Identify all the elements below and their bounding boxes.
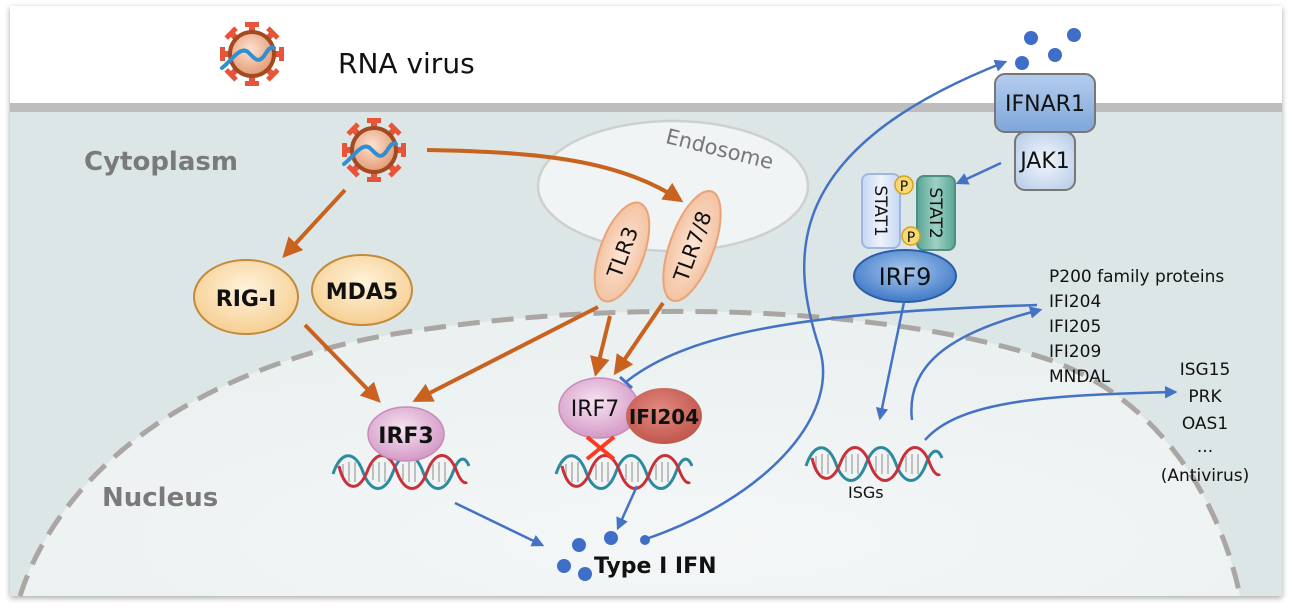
arrow-tlr3-to-irf3 — [412, 305, 599, 402]
irf9-label: IRF9 — [879, 263, 932, 291]
antiviral-item: ... — [1197, 437, 1213, 457]
irf3-node — [367, 406, 445, 462]
irf9-node — [853, 249, 957, 303]
stat1-label: STAT1 — [870, 185, 890, 236]
rna-virus-icon — [218, 20, 286, 88]
arrow-irf7-to-ifn — [616, 485, 639, 531]
arrow-rig-i-to-irf3 — [303, 323, 381, 403]
p200-item: MNDAL — [1049, 367, 1111, 387]
rig-i-node — [193, 259, 299, 335]
ifn-signaling-arrows — [454, 59, 1178, 547]
ifn-ligand-dots — [557, 28, 1081, 581]
arrow-ifn-secretion — [645, 59, 1008, 541]
antiviral-item: ISG15 — [1180, 360, 1231, 380]
ifi204-label: IFI204 — [629, 405, 699, 429]
stat1-node — [861, 173, 901, 249]
arrow-irf3-to-ifn — [454, 501, 545, 547]
arrow-jak1-to-stat2 — [955, 161, 1002, 185]
phospho-label-2: P — [907, 230, 915, 246]
p200-family-list: P200 family proteins IFI204 IFI205 IFI20… — [1049, 267, 1224, 387]
rna-virus-label: RNA virus — [338, 47, 475, 80]
irf7-label: IRF7 — [571, 397, 619, 422]
arrow-irf9-to-isgs — [875, 301, 906, 421]
ifnar1-label: IFNAR1 — [1005, 92, 1085, 117]
activation-arrows — [282, 148, 684, 403]
p200-item: IFI205 — [1049, 317, 1101, 337]
stat2-node — [916, 175, 956, 251]
cell-membrane — [10, 103, 1282, 112]
ifi204-node — [626, 388, 702, 444]
stat2-label: STAT2 — [925, 187, 945, 238]
arrow-isgs-to-antiviral — [924, 385, 1178, 441]
tlr78-node — [662, 189, 722, 303]
antiviral-item: (Antivirus) — [1161, 466, 1249, 486]
antiviral-item: OAS1 — [1182, 414, 1228, 434]
jak1-label: JAK1 — [1018, 149, 1070, 174]
rig-i-label: RIG-I — [216, 287, 277, 312]
inhibition-ifi204-to-irf7 — [625, 303, 1038, 383]
mda5-label: MDA5 — [326, 280, 399, 305]
phospho-icon — [901, 226, 921, 246]
inhibition-bar-icon — [618, 375, 634, 390]
arrow-isgs-to-p200 — [910, 306, 1043, 421]
arrow-tlr3-to-irf7 — [590, 315, 612, 377]
arrow-virus-to-tlr78 — [426, 148, 684, 203]
jak1-node — [1014, 131, 1076, 191]
tlr3-node — [593, 201, 651, 303]
phospho-icon — [894, 175, 914, 195]
type-i-ifn-label: Type I IFN — [594, 554, 717, 579]
p200-item: IFI209 — [1049, 342, 1101, 362]
arrow-tlr78-to-irf7 — [613, 301, 665, 376]
p200-item: IFI204 — [1049, 292, 1101, 312]
irf3-label: IRF3 — [378, 424, 433, 449]
nuclear-envelope — [17, 308, 1243, 597]
antiviral-isg-list: ISG15 PRK OAS1 ... (Antivirus) — [1161, 360, 1249, 486]
antiviral-item: PRK — [1188, 387, 1222, 407]
cytoplasm-label: Cytoplasm — [84, 147, 238, 177]
nucleus-label: Nucleus — [102, 483, 218, 513]
intracellular-virus-icon — [340, 116, 408, 184]
phospho-label-1: P — [900, 179, 908, 195]
isgs-label: ISGs — [848, 483, 884, 502]
arrow-virus-to-rig-i — [282, 188, 347, 258]
inhibition-cross-icon — [585, 435, 616, 461]
mda5-node — [311, 254, 413, 326]
p200-header: P200 family proteins — [1049, 267, 1224, 287]
nucleus-region — [20, 311, 1240, 596]
